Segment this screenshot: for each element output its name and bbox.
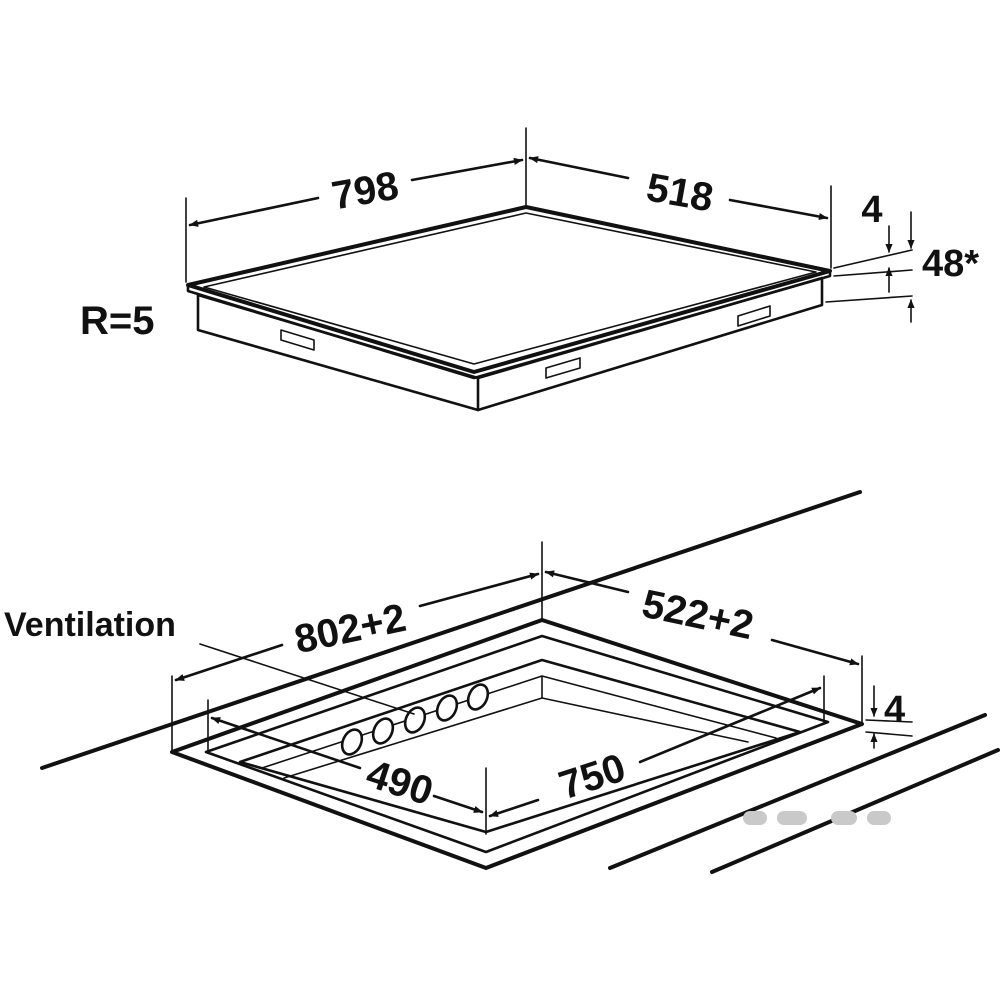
dim-798-label: 798	[328, 164, 401, 219]
glass-inner-border	[203, 212, 817, 365]
glass-edge	[186, 269, 832, 380]
dim-522-arrow-left	[544, 570, 630, 594]
body-slot-left	[280, 329, 315, 351]
cutout-inner	[238, 658, 802, 834]
dim-total-height-label: 48*	[922, 243, 979, 285]
ventilation-hole-5	[466, 683, 490, 711]
cutout-recess	[204, 634, 830, 854]
countertop-back-edge	[40, 490, 862, 770]
hob-drawing: 798 518 4 48* R=5	[80, 127, 979, 412]
ext-top-surface	[833, 249, 913, 269]
dim-750-arrow-left	[488, 798, 540, 818]
ext-body-bottom	[825, 295, 913, 303]
ventilation-label: Ventilation	[4, 606, 176, 644]
dim-802-arrow-left	[174, 643, 284, 682]
ventilation-hole-1	[340, 728, 364, 756]
countertop-front-edge-1	[608, 713, 987, 870]
ventilation-hole-2	[371, 717, 395, 745]
dim-490-arrow-left	[210, 716, 362, 770]
cutout-outer	[170, 618, 864, 870]
dim-802-arrow-right	[418, 572, 540, 608]
dim-522-arrow-right	[770, 638, 860, 666]
ventilation-hole-3	[403, 706, 427, 734]
dim-798-arrow-left	[188, 196, 320, 227]
ext-recess-bottom	[865, 731, 913, 737]
ventilation-hole-4	[435, 694, 459, 722]
ext-recess-top	[865, 719, 913, 723]
countertop-front-edge-2	[710, 748, 1000, 874]
dim-490-arrow-right	[432, 794, 484, 814]
dim-798-arrow-right	[410, 157, 524, 182]
dim-recess-label: 4	[884, 689, 905, 731]
dim-glass-thickness-label: 4	[861, 189, 882, 231]
ext-glass-bottom	[833, 269, 913, 277]
body-slot-center	[545, 357, 581, 379]
radius-label: R=5	[80, 299, 155, 343]
cutout-floor-edge	[283, 697, 749, 779]
dim-518-label: 518	[643, 166, 716, 221]
dim-518-arrow-left	[528, 156, 630, 180]
dim-cutout-width-label: 802+2	[291, 596, 410, 662]
body-slot-right	[737, 305, 771, 327]
dim-cutout-depth-label: 522+2	[638, 582, 757, 648]
dim-518-arrow-right	[728, 198, 829, 221]
dim-750-arrow-right	[638, 686, 822, 764]
ventilation-leader	[199, 643, 415, 715]
